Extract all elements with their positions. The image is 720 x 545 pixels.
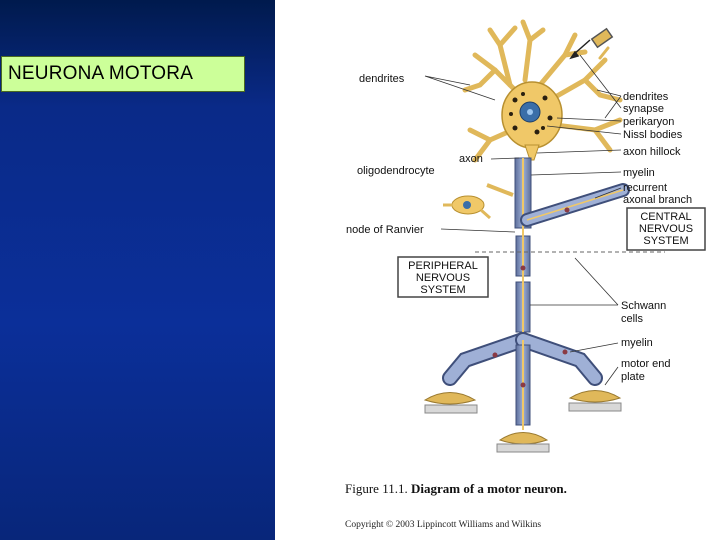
pns-line-1: PERIPHERAL	[408, 260, 478, 272]
leader-lines	[424, 54, 622, 386]
label-oligodendrocyte: oligodendrocyte	[357, 165, 435, 177]
pns-line-2: NERVOUS	[416, 272, 470, 284]
label-node-of-ranvier: node of Ranvier	[346, 224, 424, 236]
label-myelin-bottom: myelin	[621, 337, 653, 349]
label-axonal-branch: axonal branch	[623, 194, 692, 206]
label-motor-end: motor end	[621, 358, 671, 370]
caption-prefix: Figure 11.1.	[345, 481, 408, 496]
label-synapse: synapse	[623, 103, 664, 115]
label-plate: plate	[621, 371, 645, 383]
dendrites-graphic	[462, 19, 623, 163]
slide-title: NEURONA MOTORA	[1, 56, 245, 92]
copyright-notice: Copyright © 2003 Lippincott Williams and…	[345, 519, 541, 530]
cns-line-2: NERVOUS	[639, 223, 693, 235]
label-myelin-top: myelin	[623, 167, 655, 179]
axon-central	[514, 157, 630, 277]
synapse-arrows	[569, 27, 614, 60]
label-schwann: Schwann	[621, 300, 666, 312]
oligodendrocyte-graphic	[443, 183, 514, 220]
label-recurrent: recurrent	[623, 182, 667, 194]
figure-caption: Figure 11.1. Diagram of a motor neuron.	[345, 481, 567, 496]
label-cells: cells	[621, 313, 644, 325]
label-perikaryon: perikaryon	[623, 116, 674, 128]
left-panel: NEURONA MOTORA	[0, 0, 275, 540]
axon-peripheral	[442, 207, 603, 430]
figure-panel: dendrites dendrites synapse perikaryon N…	[275, 0, 720, 540]
cns-line-1: CENTRAL	[640, 211, 691, 223]
label-nissl-bodies: Nissl bodies	[623, 129, 683, 141]
pns-line-3: SYSTEM	[420, 284, 465, 296]
cns-line-3: SYSTEM	[643, 235, 688, 247]
motor-neuron-diagram: dendrites dendrites synapse perikaryon N…	[345, 19, 706, 530]
label-dendrites-right: dendrites	[623, 91, 669, 103]
perikaryon-graphic	[501, 81, 563, 161]
label-axon-hillock: axon hillock	[623, 146, 681, 158]
label-dendrites-left: dendrites	[359, 73, 405, 85]
motor-end-plates	[423, 390, 622, 453]
caption-title: Diagram of a motor neuron.	[411, 481, 567, 496]
label-axon: axon	[459, 153, 483, 165]
peripheral-nervous-system-box: PERIPHERAL NERVOUS SYSTEM	[397, 256, 489, 298]
central-nervous-system-box: CENTRAL NERVOUS SYSTEM	[626, 207, 706, 251]
